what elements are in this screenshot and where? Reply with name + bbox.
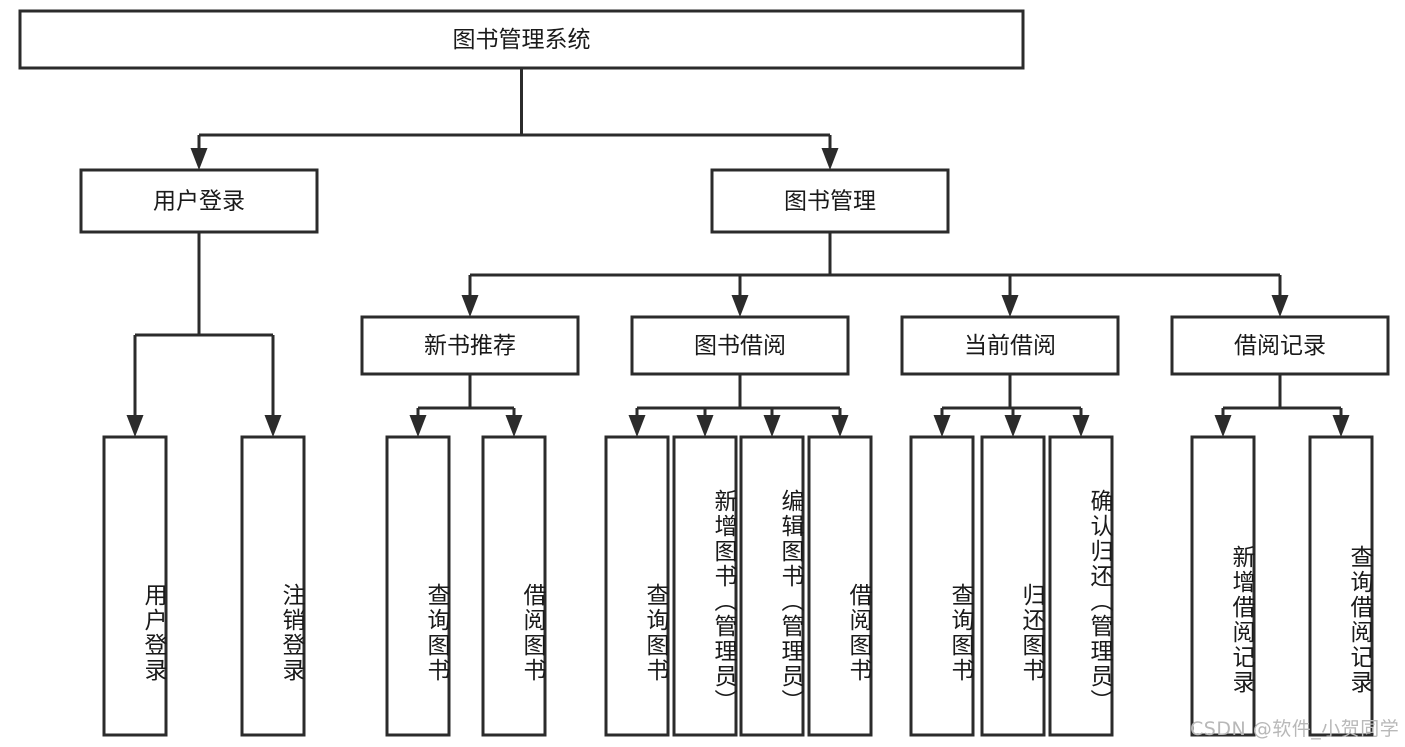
node-root[interactable]: 图书管理系统 <box>18 9 1025 70</box>
node-label: 当前借阅 <box>964 333 1056 359</box>
arrow-head-icon <box>933 415 951 437</box>
arrow-head-icon <box>505 415 523 437</box>
arrow-head-icon <box>821 148 839 170</box>
node-box[interactable] <box>1048 435 1114 737</box>
node-leaf-edit-book[interactable] <box>739 435 805 737</box>
arrow-head-icon <box>190 148 208 170</box>
node-leaf-query-book-borrow[interactable] <box>604 435 670 737</box>
node-box[interactable] <box>630 315 850 376</box>
node-leaf-borrow-book[interactable] <box>807 435 873 737</box>
arrow-head-icon <box>1072 415 1090 437</box>
node-box[interactable] <box>360 315 580 376</box>
node-leaf-borrow-book-rec[interactable] <box>481 435 547 737</box>
node-box[interactable] <box>79 168 319 234</box>
node-box[interactable] <box>604 435 670 737</box>
node-leaf-query-record[interactable] <box>1308 435 1374 737</box>
node-label: 图书借阅 <box>694 333 786 359</box>
node-box[interactable] <box>481 435 547 737</box>
node-label: 图书管理系统 <box>453 27 591 53</box>
node-new-book-rec[interactable]: 新书推荐 <box>360 315 580 376</box>
node-borrow-record[interactable]: 借阅记录 <box>1170 315 1390 376</box>
arrow-head-icon <box>1004 415 1022 437</box>
node-label: 图书管理 <box>784 189 876 215</box>
node-box[interactable] <box>900 315 1120 376</box>
node-box[interactable] <box>672 435 738 737</box>
arrow-head-icon <box>409 415 427 437</box>
node-leaf-query-book-cur[interactable] <box>909 435 975 737</box>
node-box[interactable] <box>240 435 306 737</box>
node-label: 新书推荐 <box>424 333 516 359</box>
arrow-head-icon <box>461 295 479 317</box>
arrow-head-icon <box>264 415 282 437</box>
arrow-head-icon <box>126 415 144 437</box>
node-box[interactable] <box>739 435 805 737</box>
node-label: 借阅记录 <box>1234 333 1326 359</box>
node-leaf-return-book[interactable] <box>980 435 1046 737</box>
node-book-manage[interactable]: 图书管理 <box>710 168 950 234</box>
watermark: CSDN @软件_小贺同学 <box>1190 718 1400 740</box>
node-leaf-user-logout[interactable] <box>240 435 306 737</box>
arrow-head-icon <box>1214 415 1232 437</box>
arrow-head-icon <box>1332 415 1350 437</box>
arrow-head-icon <box>763 415 781 437</box>
node-label: 用户登录 <box>153 189 245 215</box>
node-box[interactable] <box>1190 435 1256 737</box>
node-user-login[interactable]: 用户登录 <box>79 168 319 234</box>
node-leaf-confirm-return[interactable] <box>1048 435 1114 737</box>
node-box[interactable] <box>102 435 168 737</box>
arrow-head-icon <box>696 415 714 437</box>
node-leaf-query-book-rec[interactable] <box>385 435 451 737</box>
arrow-head-icon <box>831 415 849 437</box>
arrow-head-icon <box>1271 295 1289 317</box>
node-box[interactable] <box>385 435 451 737</box>
arrow-head-icon <box>628 415 646 437</box>
arrow-head-icon <box>1001 295 1019 317</box>
connector-layer <box>126 68 1350 437</box>
node-leaf-user-login[interactable] <box>102 435 168 737</box>
node-box[interactable] <box>1170 315 1390 376</box>
node-leaf-add-record[interactable] <box>1190 435 1256 737</box>
node-box[interactable] <box>710 168 950 234</box>
node-box[interactable] <box>1308 435 1374 737</box>
node-box[interactable] <box>980 435 1046 737</box>
arrow-head-icon <box>731 295 749 317</box>
node-current-borrow[interactable]: 当前借阅 <box>900 315 1120 376</box>
node-box[interactable] <box>18 9 1025 70</box>
node-box[interactable] <box>807 435 873 737</box>
node-book-borrow[interactable]: 图书借阅 <box>630 315 850 376</box>
node-leaf-add-book[interactable] <box>672 435 738 737</box>
node-box[interactable] <box>909 435 975 737</box>
